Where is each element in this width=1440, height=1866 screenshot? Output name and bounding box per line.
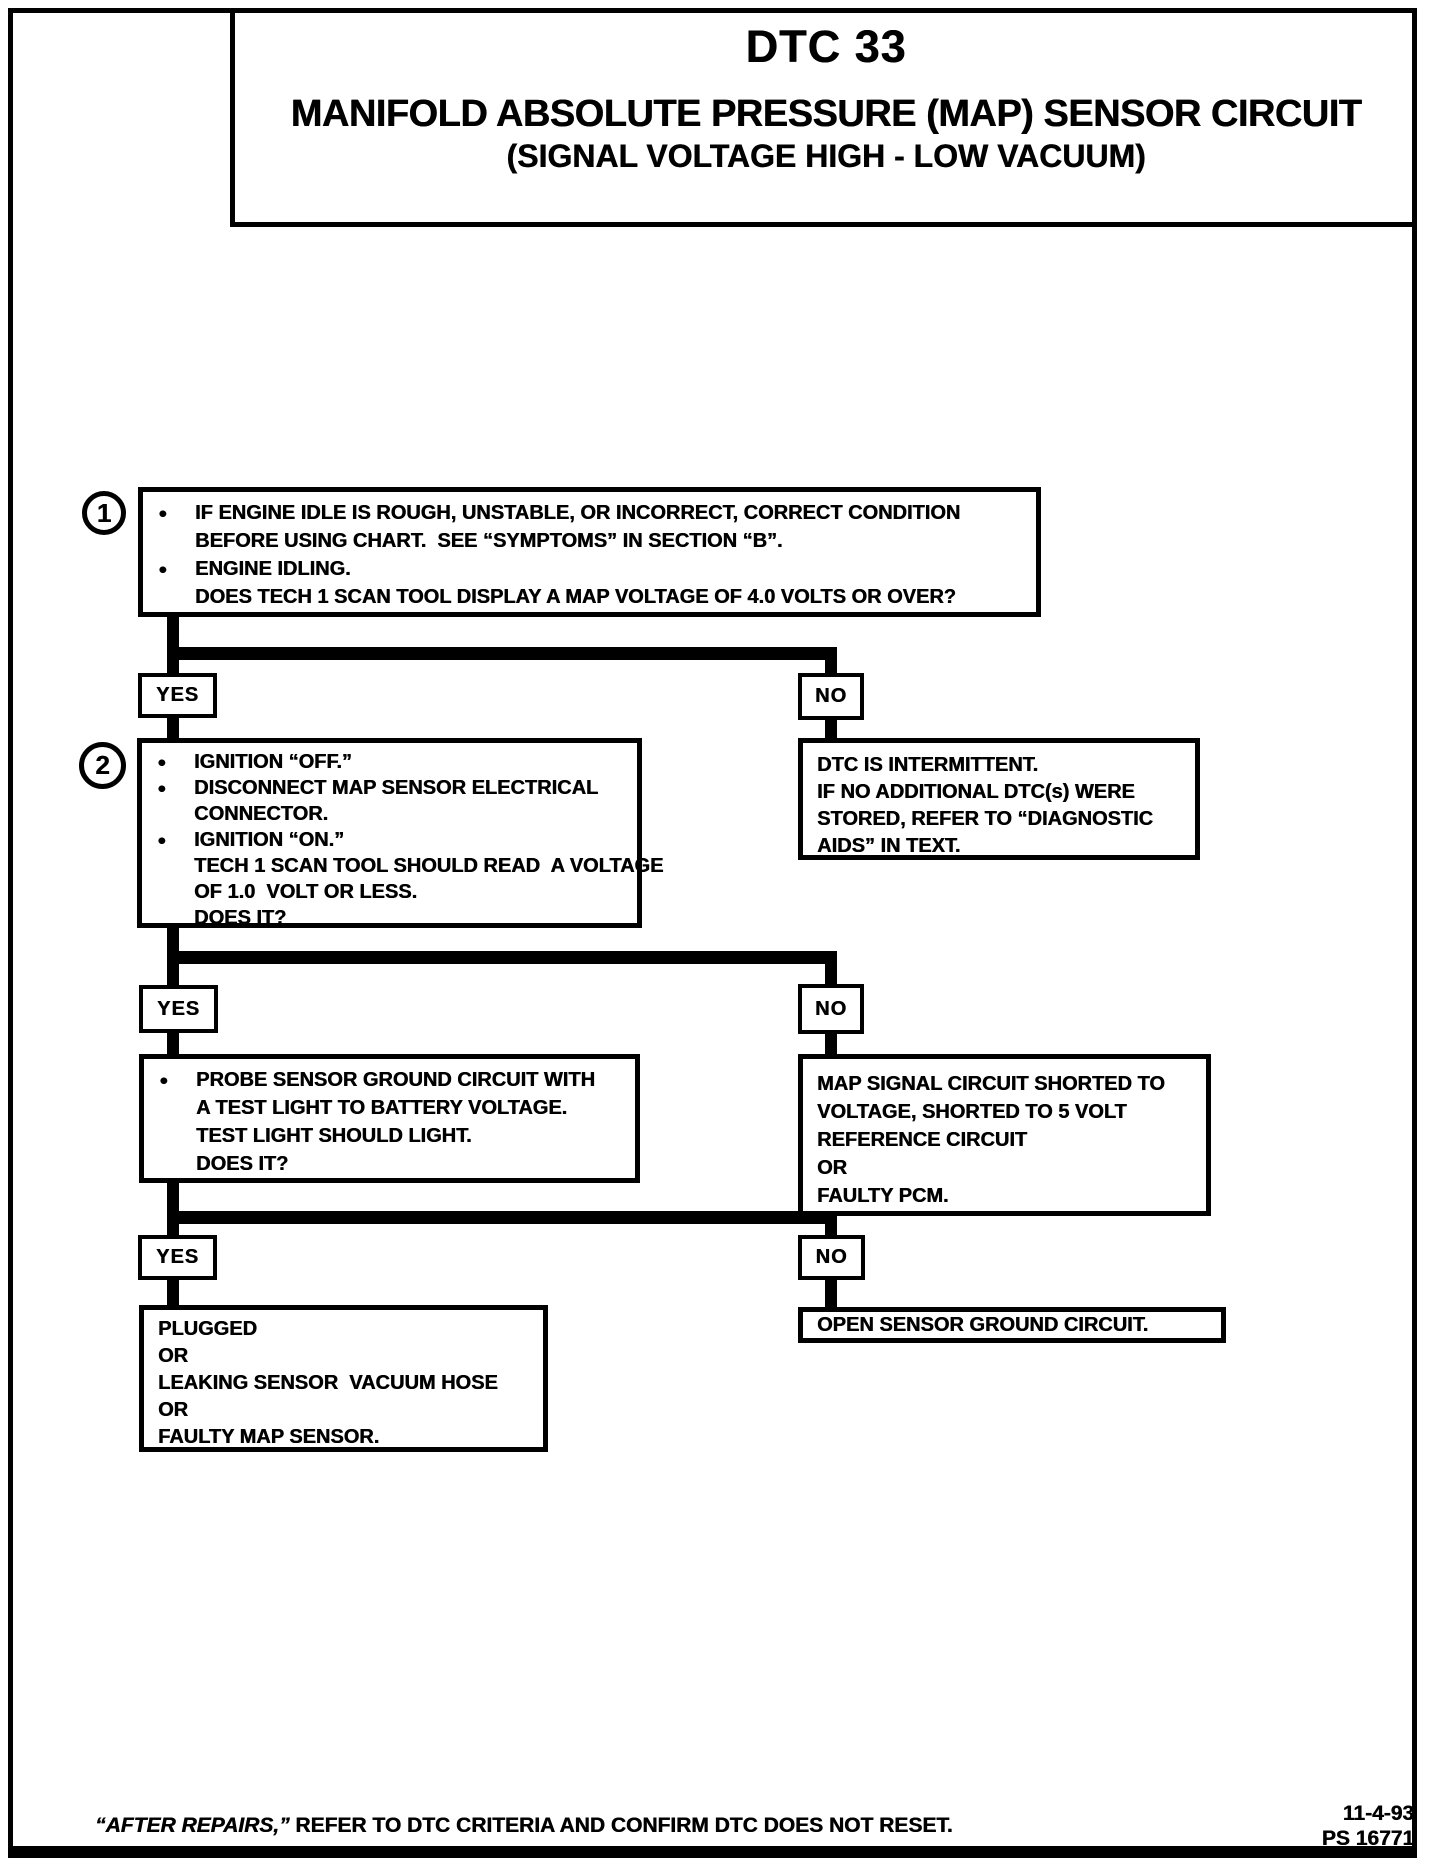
- result-line: FAULTY PCM.: [817, 1185, 949, 1207]
- connector-no1-dtcbox: [825, 718, 837, 740]
- connector-no3-openbox: [825, 1278, 837, 1309]
- result-line: IF NO ADDITIONAL DTC(s) WERE: [817, 781, 1135, 803]
- yes-label-3-text: YES: [155, 1246, 200, 1268]
- yes-label-2-text: YES: [156, 997, 201, 1020]
- no-label-2: NO: [798, 984, 864, 1034]
- result-box-plugged-or-faulty: PLUGGED OR LEAKING SENSOR VACUUM HOSE OR…: [139, 1305, 548, 1452]
- no-label-1: NO: [798, 673, 864, 720]
- result-line: PLUGGED: [158, 1318, 257, 1340]
- connector-yes1-box2: [167, 716, 179, 740]
- result-line: OR: [158, 1399, 188, 1421]
- instruction-line: BEFORE USING CHART. SEE “SYMPTOMS” IN SE…: [195, 530, 783, 552]
- yes-label-3: YES: [138, 1235, 217, 1280]
- result-line: VOLTAGE, SHORTED TO 5 VOLT: [817, 1101, 1127, 1123]
- title-block: DTC 33 MANIFOLD ABSOLUTE PRESSURE (MAP) …: [230, 8, 1417, 227]
- step-marker-1: 1: [82, 491, 126, 535]
- connector-no2-mapbox: [825, 1032, 837, 1056]
- no-label-3: NO: [798, 1235, 865, 1280]
- result-line: OR: [817, 1157, 847, 1179]
- connector-rail-3: [167, 1211, 837, 1224]
- step-marker-1-number: 1: [96, 497, 112, 528]
- step-marker-2-number: 2: [95, 750, 110, 780]
- after-repairs-note: “AFTER REPAIRS,” REFER TO DTC CRITERIA A…: [95, 1814, 953, 1838]
- yes-label-1-text: YES: [155, 684, 200, 706]
- instruction-line: IGNITION “OFF.”: [142, 749, 637, 776]
- decision-box-2: IGNITION “OFF.” DISCONNECT MAP SENSOR EL…: [137, 738, 664, 929]
- decision-box-3: PROBE SENSOR GROUND CIRCUIT WITH A TEST …: [139, 1054, 640, 1183]
- page-subtitle: MANIFOLD ABSOLUTE PRESSURE (MAP) SENSOR …: [290, 93, 1362, 135]
- instruction-line: ENGINE IDLING.: [143, 555, 1036, 584]
- yes-label-2: YES: [139, 985, 218, 1033]
- connector-rail2-yes-drop: [167, 960, 179, 987]
- step-marker-2: 2: [79, 742, 126, 789]
- result-line: MAP SIGNAL CIRCUIT SHORTED TO: [817, 1073, 1165, 1095]
- connector-rail3-yes-drop: [167, 1220, 179, 1237]
- result-line: REFERENCE CIRCUIT: [817, 1129, 1028, 1151]
- page-condition-subtitle: (SIGNAL VOLTAGE HIGH - LOW VACUUM): [506, 138, 1146, 174]
- connector-rail1-yes-drop: [167, 655, 179, 675]
- no-label-1-text: NO: [815, 685, 847, 707]
- no-label-2-text: NO: [815, 997, 847, 1020]
- connector-box2-drop: [167, 925, 179, 955]
- result-line: LEAKING SENSOR VACUUM HOSE: [158, 1372, 498, 1394]
- no-label-3-text: NO: [815, 1246, 848, 1268]
- result-line: OR: [158, 1345, 188, 1367]
- result-line: DTC IS INTERMITTENT.: [817, 754, 1039, 776]
- connector-rail1-no-drop: [825, 655, 837, 675]
- result-box-dtc-intermittent: DTC IS INTERMITTENT. IF NO ADDITIONAL DT…: [798, 738, 1200, 860]
- document-number: PS 16771: [1321, 1827, 1414, 1850]
- connector-rail3-no-drop: [825, 1220, 837, 1237]
- instruction-line: TECH 1 SCAN TOOL SHOULD READ A VOLTAGE: [194, 855, 664, 877]
- instruction-line: DOES TECH 1 SCAN TOOL DISPLAY A MAP VOLT…: [195, 586, 956, 608]
- connector-yes2-box3: [167, 1031, 179, 1056]
- connector-box1-drop: [167, 614, 179, 650]
- result-line: OPEN SENSOR GROUND CIRCUIT.: [817, 1314, 1149, 1336]
- connector-yes3-pluggedbox: [167, 1278, 179, 1307]
- instruction-line: TEST LIGHT SHOULD LIGHT.: [196, 1125, 472, 1147]
- revision-block: 11-4-93 PS 16771: [1322, 1801, 1414, 1851]
- connector-rail-1: [167, 647, 837, 660]
- after-repairs-rest: REFER TO DTC CRITERIA AND CONFIRM DTC DO…: [289, 1814, 953, 1837]
- result-box-map-shorted: MAP SIGNAL CIRCUIT SHORTED TO VOLTAGE, S…: [798, 1054, 1211, 1216]
- result-line: STORED, REFER TO “DIAGNOSTIC: [817, 808, 1153, 830]
- page-title: DTC 33: [745, 21, 907, 72]
- yes-label-1: YES: [138, 673, 217, 718]
- after-repairs-italic: “AFTER REPAIRS,”: [95, 1814, 290, 1837]
- connector-rail-2: [167, 951, 837, 964]
- connector-box3-drop: [167, 1180, 179, 1215]
- result-line: FAULTY MAP SENSOR.: [158, 1426, 380, 1448]
- revision-date: 11-4-93: [1342, 1802, 1414, 1825]
- instruction-line: OF 1.0 VOLT OR LESS.: [194, 881, 417, 903]
- instruction-line: IF ENGINE IDLE IS ROUGH, UNSTABLE, OR IN…: [143, 499, 1036, 528]
- instruction-line: CONNECTOR.: [194, 803, 329, 825]
- instruction-line: DISCONNECT MAP SENSOR ELECTRICAL: [142, 775, 637, 802]
- instruction-line: A TEST LIGHT TO BATTERY VOLTAGE.: [196, 1097, 568, 1119]
- page-border: [8, 8, 1417, 1858]
- instruction-line: IGNITION “ON.”: [142, 827, 637, 854]
- result-box-open-ground: OPEN SENSOR GROUND CIRCUIT.: [798, 1307, 1226, 1343]
- instruction-line: DOES IT?: [196, 1153, 289, 1175]
- instruction-line: DOES IT?: [194, 907, 287, 929]
- connector-rail2-no-drop: [825, 960, 837, 986]
- instruction-line: PROBE SENSOR GROUND CIRCUIT WITH: [144, 1066, 635, 1095]
- result-line: AIDS” IN TEXT.: [817, 835, 961, 857]
- decision-box-1: IF ENGINE IDLE IS ROUGH, UNSTABLE, OR IN…: [138, 487, 1041, 617]
